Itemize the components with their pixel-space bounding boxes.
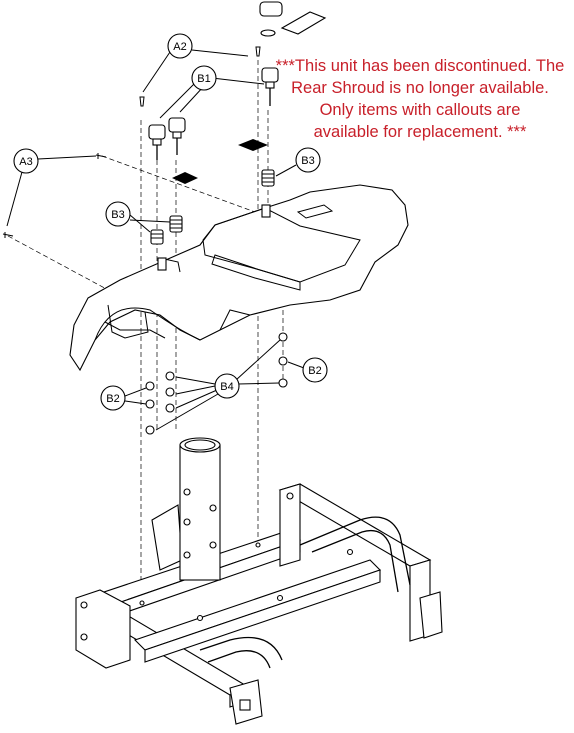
callout-a2-label: A2: [173, 41, 186, 53]
leader-lines: [6, 49, 305, 431]
callout-b2-right: B2: [302, 357, 328, 383]
notice-line-3: Only items with callouts are: [319, 101, 521, 119]
square-pads: [172, 139, 268, 184]
notice-line-2: Rear Shroud is no longer available.: [291, 79, 549, 97]
callout-b1-label: B1: [197, 73, 210, 85]
cap-and-tag: [259, 1, 327, 37]
springs-b3: [150, 169, 275, 245]
screws-a: [2, 46, 261, 238]
callout-b4: B4: [214, 373, 240, 399]
callout-b2-left-label: B2: [106, 393, 119, 405]
nuts-washers: [145, 332, 288, 435]
callout-b4-label: B4: [220, 381, 233, 393]
discontinued-notice: ***This unit has been discontinued. The …: [270, 55, 570, 143]
base-frame: [75, 483, 443, 725]
callout-b1: B1: [191, 65, 217, 91]
notice-line-1: ***This unit has been discontinued. The: [275, 57, 565, 75]
callout-b3-right: B3: [295, 147, 321, 173]
notice-line-4: available for replacement. ***: [313, 123, 527, 141]
knobs-b1: [148, 67, 279, 160]
seat-post: [151, 437, 221, 581]
callout-b3-right-label: B3: [301, 155, 314, 167]
callout-a3-label: A3: [19, 156, 32, 168]
callout-b3-left-label: B3: [111, 209, 124, 221]
rear-shroud: [69, 184, 409, 372]
callout-b2-right-label: B2: [308, 365, 321, 377]
callout-b2-left: B2: [100, 385, 126, 411]
callout-a2: A2: [167, 33, 193, 59]
callout-a3: A3: [13, 148, 39, 174]
callout-b3-left: B3: [105, 201, 131, 227]
